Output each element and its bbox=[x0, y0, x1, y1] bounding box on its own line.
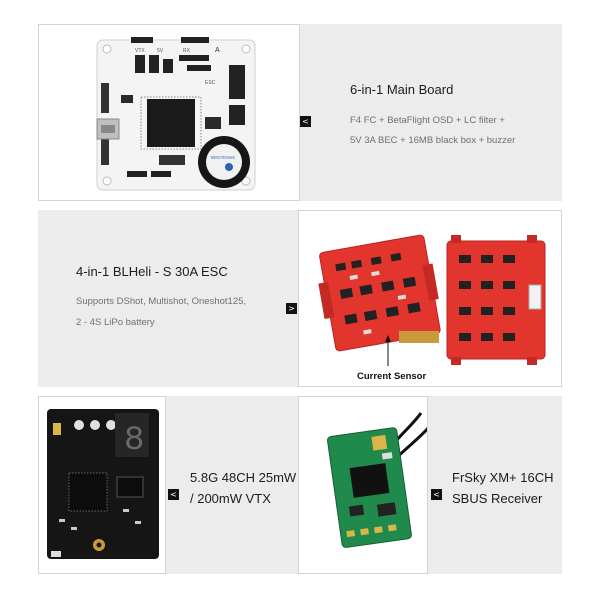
receiver-arrow-icon: < bbox=[431, 489, 442, 500]
main-board-desc-line2: 5V 3A BEC + 16MB black box + buzzer bbox=[350, 135, 516, 146]
receiver-title-line2: SBUS Receiver bbox=[452, 491, 543, 506]
main-board-image: VTX 5V RX ESC A REMOVE AFTER WASHING bbox=[38, 24, 300, 201]
receiver-illustration bbox=[327, 412, 427, 548]
main-board-desc-line1: F4 FC + BetaFlight OSD + LC filter + bbox=[350, 115, 505, 126]
pcb-label-a: A bbox=[215, 47, 220, 54]
vtx-digit-display: 8 bbox=[124, 422, 144, 460]
vtx-illustration: 8 bbox=[47, 409, 159, 559]
receiver-image bbox=[298, 396, 428, 574]
buzzer-sticker-text: REMOVE AFTER WASHING bbox=[211, 155, 235, 160]
esc-desc-line1: Supports DShot, Multishot, Oneshot125, bbox=[76, 296, 247, 307]
esc-arrow-icon: > bbox=[286, 303, 297, 314]
vtx-image: 8 bbox=[38, 396, 166, 574]
main-board-title: 6-in-1 Main Board bbox=[350, 82, 454, 97]
vtx-arrow-icon: < bbox=[168, 489, 179, 500]
main-board-arrow-icon: < bbox=[300, 116, 311, 127]
main-board-illustration: VTX 5V RX ESC A REMOVE AFTER WASHING bbox=[96, 37, 256, 191]
vtx-title-line2: / 200mW VTX bbox=[190, 491, 271, 506]
pcb-label-esc: ESC bbox=[205, 80, 216, 86]
pcb-label-voltage: 5V bbox=[157, 48, 164, 54]
esc-image: Current Sensor bbox=[298, 210, 562, 387]
receiver-title-line1: FrSky XM+ 16CH bbox=[452, 470, 554, 485]
vtx-title-line1: 5.8G 48CH 25mW bbox=[190, 470, 297, 485]
pcb-label-vtx: VTX bbox=[135, 48, 145, 54]
pcb-label-rx: RX bbox=[183, 48, 191, 54]
esc-title: 4-in-1 BLHeli - S 30A ESC bbox=[76, 264, 228, 279]
esc-desc-line2: 2 - 4S LiPo battery bbox=[76, 317, 155, 328]
current-sensor-label: Current Sensor bbox=[357, 371, 427, 382]
esc-illustration bbox=[318, 234, 546, 366]
